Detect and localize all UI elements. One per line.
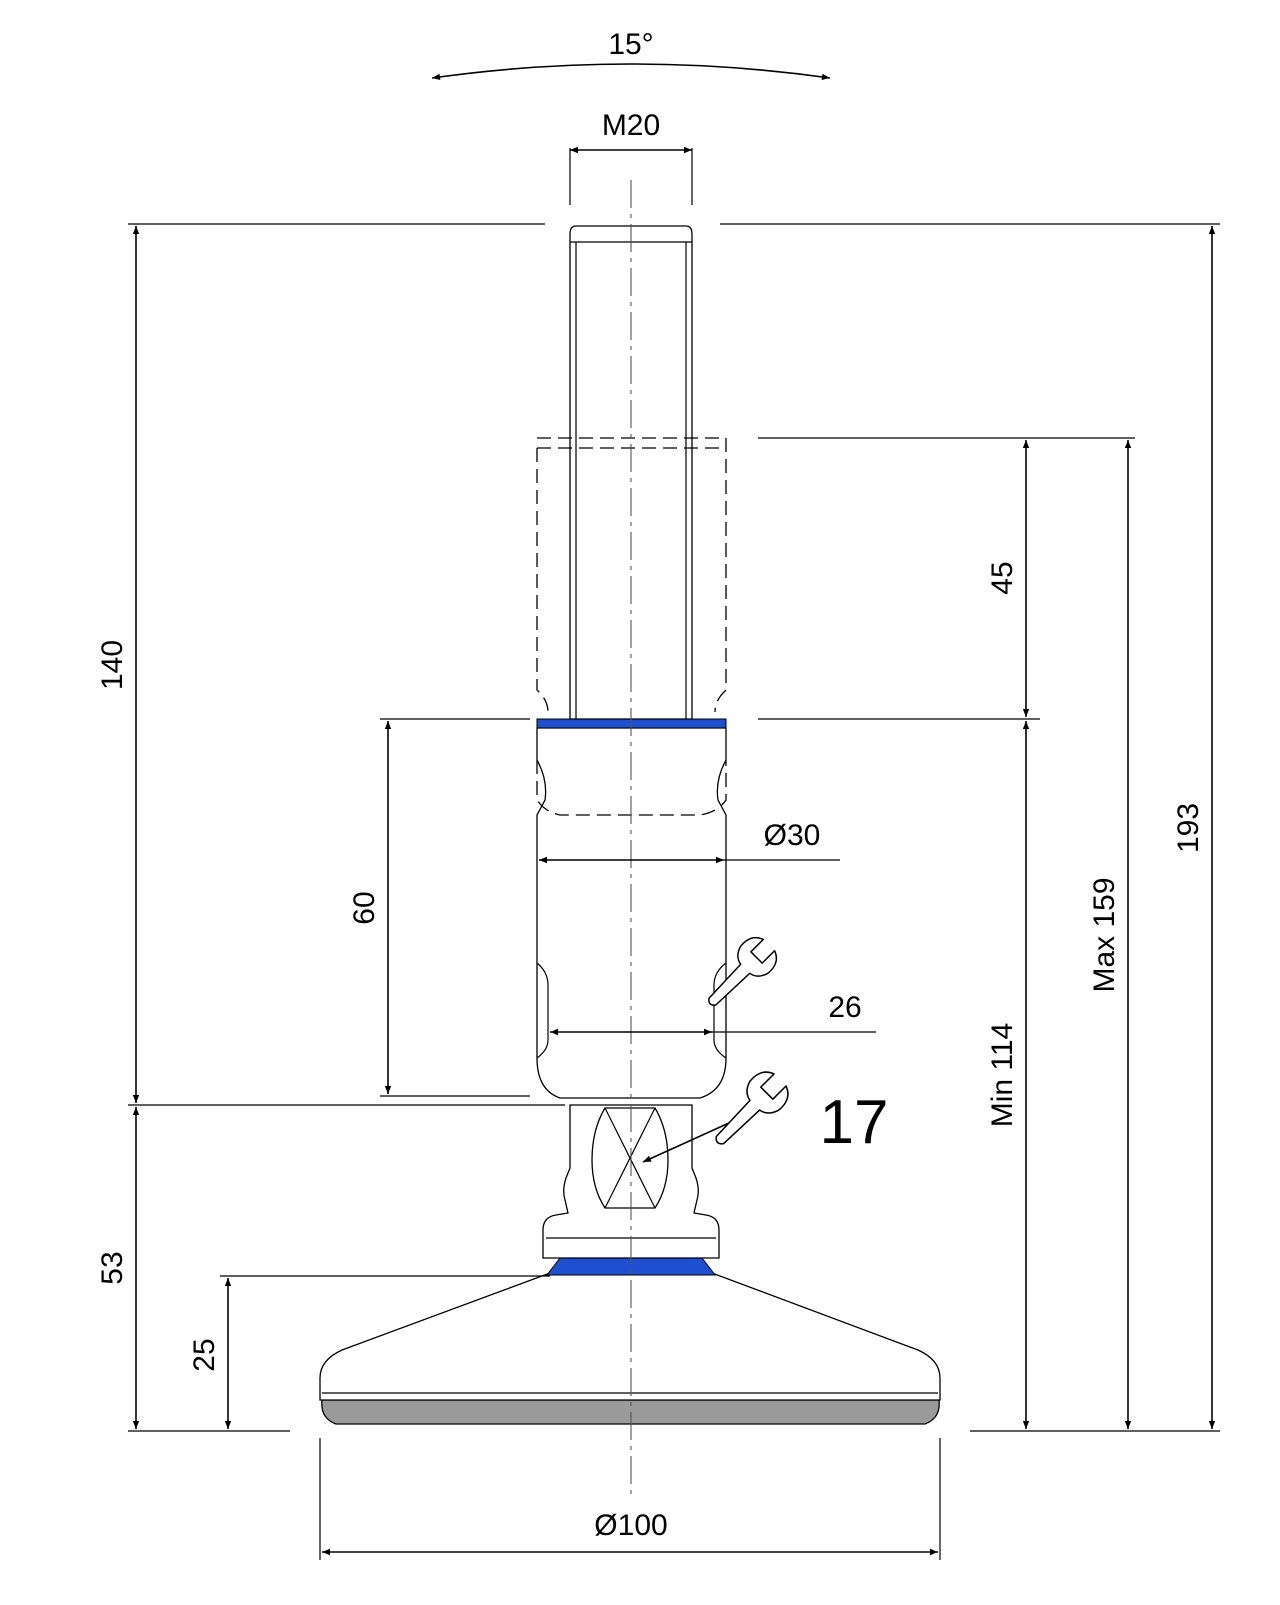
min-height-dimension: Min 114 xyxy=(986,721,1030,1429)
tilt-label: 15° xyxy=(608,28,653,61)
stroke-dimension: 45 xyxy=(758,437,1135,720)
body-height-dimension: 60 xyxy=(348,718,530,1097)
wrench-joint-dimension: 17 xyxy=(642,1071,889,1163)
body-cylinder xyxy=(536,727,727,1099)
thread-dimension: M20 xyxy=(569,109,693,205)
total-height-dimension: 193 xyxy=(720,223,1220,1432)
wrench-icon xyxy=(715,1071,789,1145)
stroke-label: 45 xyxy=(986,561,1019,594)
wrench-body-dimension: 26 xyxy=(550,936,876,1036)
max-height-label: Max 159 xyxy=(1088,877,1121,992)
tilt-dimension: 15° xyxy=(431,28,831,81)
foot-height-label: 25 xyxy=(188,1338,221,1371)
shaft-length-dimension: 140 xyxy=(96,223,565,1106)
base-diameter-dimension: Ø100 xyxy=(319,1438,941,1560)
body-groove xyxy=(536,962,727,1059)
base-diameter-label: Ø100 xyxy=(594,1509,667,1542)
foot-dome xyxy=(319,1272,941,1401)
base-height-label: 53 xyxy=(96,1251,129,1284)
phantom-body xyxy=(536,437,727,816)
flat-cross-2 xyxy=(604,1107,656,1209)
wrench-joint-label: 17 xyxy=(820,1088,889,1157)
foot-height-dimension: 25 xyxy=(188,1275,550,1429)
shaft-length-label: 140 xyxy=(96,640,129,690)
thread-label: M20 xyxy=(602,109,660,142)
max-height-dimension: Max 159 xyxy=(1088,440,1132,1429)
body-height-label: 60 xyxy=(348,891,381,924)
body-diameter-label: Ø30 xyxy=(764,819,821,852)
total-height-label: 193 xyxy=(1172,803,1205,853)
part-outline xyxy=(319,225,941,1425)
body-diameter-dimension: Ø30 xyxy=(539,819,840,864)
wrench-body-label: 26 xyxy=(828,991,861,1024)
base-height-dimension: 53 xyxy=(96,1107,290,1432)
min-height-label: Min 114 xyxy=(986,1023,1019,1128)
threaded-stud xyxy=(569,225,693,720)
wrench-icon xyxy=(708,936,778,1006)
